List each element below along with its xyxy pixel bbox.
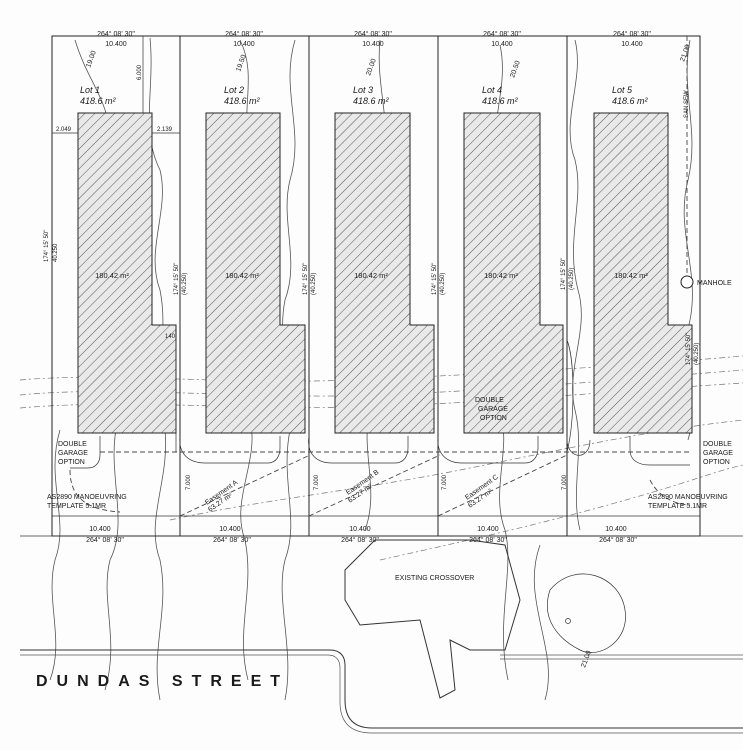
garage-option-mid-1: DOUBLE (475, 397, 504, 404)
easement-a-width: 7.000 (186, 474, 192, 490)
lot4-bearing-bottom: 264° 08' 30" (469, 536, 507, 544)
lot4-area: 418.6 m² (482, 96, 519, 106)
bottom-dimensions: 10.400 264° 08' 30" 10.400 264° 08' 30" … (86, 526, 637, 544)
garage-option-right-2: GARAGE (703, 450, 733, 457)
setback-small: 140 (165, 334, 176, 340)
lot1-name: Lot 1 (80, 85, 100, 95)
garage-option-left-2: GARAGE (58, 450, 88, 457)
garage-option-left-1: DOUBLE (58, 441, 87, 448)
lot-labels: Lot 1 418.6 m² Lot 2 418.6 m² Lot 3 418.… (80, 85, 649, 106)
lot4-width-bottom: 10.400 (477, 526, 499, 533)
setbacks: 2.049 2.139 6.000 140 (52, 36, 180, 340)
manhole-label: MANHOLE (697, 280, 732, 287)
lot2-side-bearing: 174° 15' 50" (174, 263, 180, 295)
right-side-bearing: 174° 15' 50" (686, 333, 692, 365)
existing-crossover (344, 539, 521, 699)
existing-crossover-label: EXISTING CROSSOVER (395, 575, 474, 582)
side-bearings: 174° 15' 50" 40.250 174° 15' 50" (40.250… (44, 230, 700, 365)
garage-option-right-1: DOUBLE (703, 441, 732, 448)
crossover-and-road: EXISTING CROSSOVER (20, 539, 743, 734)
manhole-icon (680, 275, 694, 289)
manoeuvring-right-1: AS2890 MANOEUVRING (648, 494, 728, 501)
left-side-bearing: 174° 15' 50" (44, 230, 50, 262)
right-side-length: (40.250) (694, 343, 700, 365)
lot2-name: Lot 2 (224, 85, 244, 95)
street-name: DUNDAS STREET (36, 673, 289, 690)
contour-19-00: 19.00 (85, 50, 98, 69)
garage-labels: DOUBLE GARAGE OPTION DOUBLE GARAGE OPTIO… (47, 397, 733, 510)
garage-option-mid-2: GARAGE (478, 406, 508, 413)
lot2-width-top: 10.400 (233, 41, 255, 48)
lot2-bearing-bottom: 264° 08' 30" (213, 536, 251, 544)
house-lot5 (593, 112, 693, 434)
easement-c-width: 7.000 (442, 474, 448, 490)
house-lot2 (205, 112, 306, 434)
lot1-bearing-bottom: 264° 08' 30" (86, 536, 124, 544)
lot4-width-top: 10.400 (491, 41, 513, 48)
house-lot4 (463, 112, 564, 434)
lot-boundaries (20, 35, 743, 537)
contour-19-50: 19.50 (235, 54, 248, 73)
san-sew-label: SAN SEW (684, 90, 690, 118)
manoeuvring-left-2: TEMPLATE 5.1MR (47, 503, 106, 510)
lot3-width-top: 10.400 (362, 41, 384, 48)
setback-left: 2.049 (56, 127, 72, 133)
lot3-side-bearing: 174° 15' 50" (303, 263, 309, 295)
lot5-width-top: 10.400 (621, 41, 643, 48)
lot5-bearing-bottom: 264° 08' 30" (599, 536, 637, 544)
lot5-bearing-top: 264° 08' 30" (613, 30, 651, 38)
lot1-house-area: 180.42 m² (95, 271, 129, 280)
lot3-bearing-top: 264° 08' 30" (354, 30, 392, 38)
sewer: MANHOLE SAN SEW (680, 36, 732, 289)
lot5-drive-width: 7.000 (562, 474, 568, 490)
lot5-name: Lot 5 (612, 85, 633, 95)
lot2-house-area: 180.42 m² (225, 271, 259, 280)
garage-option-left-3: OPTION (58, 459, 85, 466)
top-dimensions: 264° 08' 30" 10.400 264° 08' 30" 10.400 … (97, 30, 651, 48)
contour-20-00: 20.00 (365, 58, 378, 77)
lot1-area: 418.6 m² (80, 96, 117, 106)
lot1-width-top: 10.400 (105, 41, 127, 48)
lot1-bearing-top: 264° 08' 30" (97, 30, 135, 38)
house-lot3 (334, 112, 435, 434)
manoeuvring-left-1: AS2890 MANOEUVRING (47, 494, 127, 501)
lot4-side-bearing: 174° 15' 50" (432, 263, 438, 295)
garage-option-right-3: OPTION (703, 459, 730, 466)
lot2-bearing-top: 264° 08' 30" (225, 30, 263, 38)
lot4-side-length: (40.250) (440, 273, 446, 295)
easements: Easement A 63.27 m² Easement B 63.27 m² … (179, 454, 568, 517)
left-side-length: 40.250 (53, 243, 59, 262)
garage-option-mid-3: OPTION (480, 415, 507, 422)
house-areas: 180.42 m² 180.42 m² 180.42 m² 180.42 m² … (95, 271, 648, 280)
lot3-area: 418.6 m² (353, 96, 390, 106)
contour-21-00: 21.00 (679, 44, 692, 63)
house-lot1 (77, 112, 177, 434)
lot2-width-bottom: 10.400 (219, 526, 241, 533)
contour-20-50: 20.50 (509, 60, 522, 79)
easement-b-width: 7.000 (314, 474, 320, 490)
lot3-house-area: 180.42 m² (354, 271, 388, 280)
lot3-bearing-bottom: 264° 08' 30" (341, 536, 379, 544)
lot2-side-length: (40.250) (182, 273, 188, 295)
manoeuvring-right-2: TEMPLATE 5.1MR (648, 503, 707, 510)
setback-right: 2.139 (157, 127, 173, 133)
driveways (69, 339, 691, 513)
lot5-house-area: 180.42 m² (614, 271, 648, 280)
house-footprints (77, 112, 693, 434)
lot5-side-length: (40.250) (569, 268, 575, 290)
lot5-side-bearing: 174° 15' 50" (561, 258, 567, 290)
lot1-width-bottom: 10.400 (89, 526, 111, 533)
lot2-area: 418.6 m² (224, 96, 261, 106)
lot5-width-bottom: 10.400 (605, 526, 627, 533)
lot4-house-area: 180.42 m² (484, 271, 518, 280)
lot4-bearing-top: 264° 08' 30" (483, 30, 521, 38)
lot3-name: Lot 3 (353, 85, 373, 95)
setback-top: 6.000 (137, 64, 143, 80)
lot5-area: 418.6 m² (612, 96, 649, 106)
lot3-side-length: (40.250) (311, 273, 317, 295)
lot4-name: Lot 4 (482, 85, 502, 95)
lot3-width-bottom: 10.400 (349, 526, 371, 533)
